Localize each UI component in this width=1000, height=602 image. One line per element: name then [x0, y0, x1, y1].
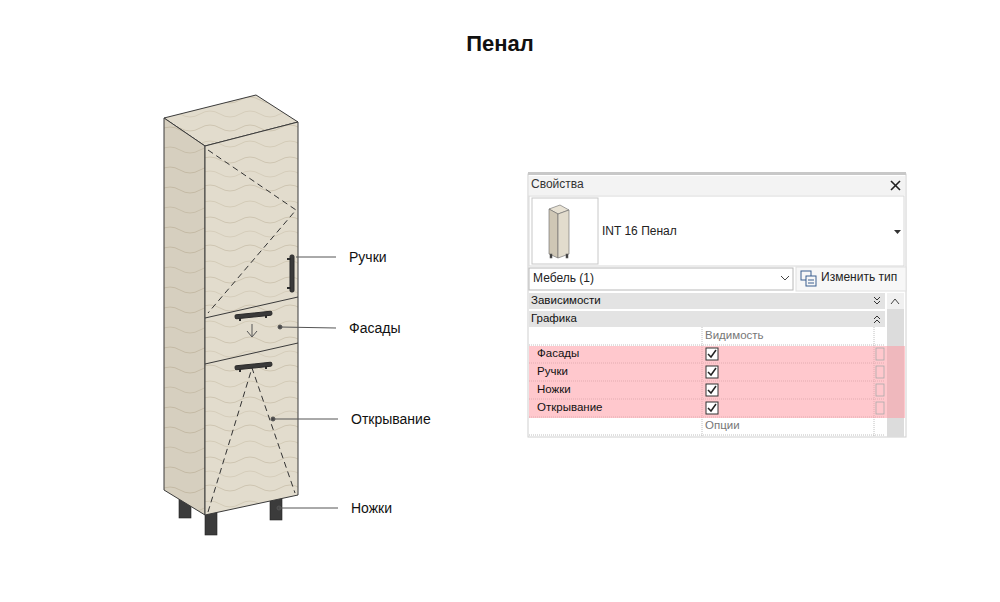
leader-lines: [271, 257, 338, 510]
close-icon: [891, 181, 900, 190]
group-header: Графика: [531, 312, 577, 325]
diagram-title: Пенал: [466, 31, 534, 56]
select-chevron: [781, 276, 789, 280]
callout-label: Фасады: [349, 320, 400, 336]
subgroup-header: Опции: [705, 419, 740, 432]
edit-type-icon: [801, 271, 816, 286]
dropdown-arrow: [894, 230, 901, 234]
panel-header: Свойства: [531, 178, 584, 192]
handles: [235, 255, 294, 372]
collapse-icons: [874, 297, 880, 323]
parameter-name: Открывание: [537, 401, 602, 414]
properties-panel: [528, 172, 906, 437]
thumbnail-cabinet: [549, 205, 569, 258]
checkboxes: [706, 348, 718, 414]
category-select: Мебель (1): [533, 272, 594, 286]
callout-label: Ножки: [351, 500, 392, 516]
drawer-arrow: [247, 324, 257, 337]
parameter-name: Ножки: [537, 383, 571, 396]
edit-type-button: Изменить тип: [821, 271, 897, 285]
group-header: Зависимости: [531, 294, 601, 307]
type-name: INT 16 Пенал: [602, 225, 677, 239]
cabinet: [164, 95, 298, 515]
subgroup-header: Видимость: [705, 329, 764, 342]
callout-label: Ручки: [349, 249, 387, 265]
parameter-name: Ручки: [537, 365, 568, 378]
callout-label: Открывание: [351, 411, 431, 427]
opening-lines: [208, 150, 296, 512]
parameter-name: Фасады: [537, 347, 579, 360]
highlight-band: [529, 346, 905, 418]
